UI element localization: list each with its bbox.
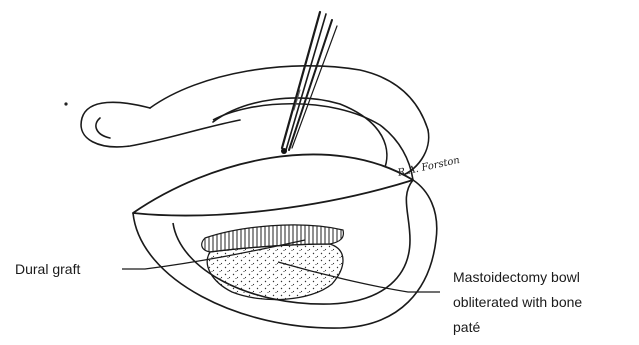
skin-flap (133, 154, 413, 215)
label-bowl-line1: Mastoidectomy bowl (453, 265, 580, 289)
bone-pate (207, 244, 343, 300)
label-dural-graft: Dural graft (15, 257, 80, 281)
instrument-tip (281, 148, 287, 154)
retractor-instrument (282, 12, 337, 150)
label-bowl-line2: obliterated with bone (453, 290, 582, 314)
label-bowl-line3: paté (453, 315, 480, 339)
ink-speck (64, 102, 67, 105)
